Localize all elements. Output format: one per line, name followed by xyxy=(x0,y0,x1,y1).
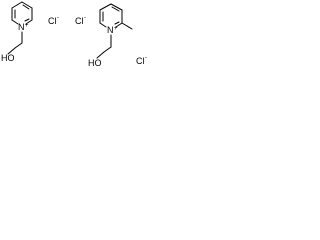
molecule-2: N + HO Cl - Cl - xyxy=(75,3,147,68)
chloride-label: Cl xyxy=(136,56,145,66)
ring-nitrogen-label: N xyxy=(107,25,114,35)
molecule-1-hydroxyethyl-chain xyxy=(7,31,23,55)
chemical-structures-canvas: N + HO Cl - N + HO xyxy=(1,1,147,68)
ring-bond xyxy=(99,3,112,11)
molecule-1: N + HO Cl - xyxy=(1,1,59,63)
ring-bond xyxy=(11,1,23,9)
ring-bond xyxy=(25,19,33,25)
chloride-charge-label: - xyxy=(145,55,147,61)
ring-charge-label: + xyxy=(114,26,118,32)
ring-bond xyxy=(99,22,107,28)
methyl-bond xyxy=(121,22,133,30)
ring-double-bond xyxy=(24,18,30,22)
chain-bond xyxy=(14,42,23,49)
ring-bond xyxy=(11,19,19,25)
ring-double-bond xyxy=(111,6,120,12)
chloride-charge-label: - xyxy=(84,15,86,21)
molecule-1-pyridine-ring xyxy=(11,1,33,25)
chloride-charge-label: - xyxy=(57,15,59,21)
ring-double-bond xyxy=(22,4,30,10)
chloride-label: Cl xyxy=(48,16,57,26)
ring-bond xyxy=(21,1,33,9)
chain-bond xyxy=(7,47,16,55)
ring-bond xyxy=(110,3,123,11)
chloride-label: Cl xyxy=(75,16,84,26)
molecule-2-pyridine-ring xyxy=(99,3,123,28)
chain-bond xyxy=(103,46,112,53)
ring-nitrogen-label: N xyxy=(18,22,25,32)
chain-bond xyxy=(96,51,105,59)
ring-bond xyxy=(115,22,123,28)
molecule-2-hydroxyethyl-chain xyxy=(96,34,112,59)
hydroxyl-label: HO xyxy=(1,53,15,63)
hydroxyl-label: HO xyxy=(88,58,102,68)
ring-double-bond xyxy=(114,21,120,25)
ring-charge-label: + xyxy=(25,23,29,29)
